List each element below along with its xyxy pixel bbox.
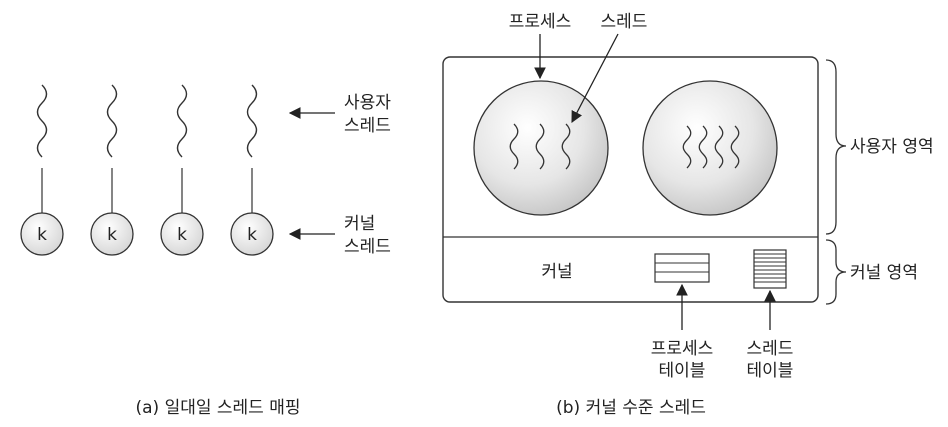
thread-pair-3: k [160, 84, 204, 256]
panel-b-caption: (b) 커널 수준 스레드 [556, 398, 706, 418]
kernel-area-brace [825, 239, 847, 305]
kernel-thread-node [160, 212, 204, 256]
thread-wave [714, 125, 724, 169]
user-area-brace [825, 59, 847, 235]
kernel-thread-node [230, 212, 274, 256]
thread-pair-4: k [230, 84, 274, 256]
user-thread-label-line2: 스레드 [344, 116, 391, 136]
user-thread-wave [246, 84, 258, 158]
thread-label: 스레드 [601, 12, 648, 32]
kernel-node-label: k [107, 225, 117, 245]
kernel-label: 커널 [541, 262, 572, 282]
kernel-node-label: k [37, 225, 47, 245]
kernel-thread-label-line1: 커널 [344, 214, 375, 234]
thread-pair-1: k [20, 84, 64, 256]
process-label: 프로세스 [509, 12, 572, 32]
kernel-thread-label-line2: 스레드 [344, 237, 391, 257]
thread-pair-2: k [90, 84, 134, 256]
process-circle-1 [473, 80, 609, 216]
one-to-one-threads: k k k k [20, 84, 274, 256]
panel-a-caption: (a) 일대일 스레드 매핑 [135, 398, 300, 418]
thread-pointer-arrow [571, 33, 619, 124]
user-thread-wave [106, 84, 118, 158]
user-thread-wave [176, 84, 188, 158]
thread-wave [730, 125, 740, 169]
kernel-node-label: k [247, 225, 257, 245]
thread-wave [698, 125, 708, 169]
thread-wave [509, 123, 519, 170]
kernel-thread-node [90, 212, 134, 256]
process-table-label-line2: 테이블 [659, 361, 706, 381]
thread-wave [561, 123, 571, 170]
process-1-threads [509, 123, 571, 170]
process-table-icon [654, 253, 710, 283]
thread-table-label-line1: 스레드 [747, 339, 794, 359]
panel-a: k k k k 사용자 스레드 [20, 84, 391, 418]
thread-wave [682, 125, 692, 169]
kernel-thread-node [20, 212, 64, 256]
user-thread-label-line1: 사용자 [344, 93, 391, 113]
user-thread-wave [36, 84, 48, 158]
thread-table-label-line2: 테이블 [747, 361, 794, 381]
process-table-label-line1: 프로세스 [651, 339, 714, 359]
process-2-threads [682, 125, 740, 169]
kernel-area-label: 커널 영역 [850, 263, 918, 283]
kernel-node-label: k [177, 225, 187, 245]
user-area-label: 사용자 영역 [850, 137, 934, 157]
thread-wave [535, 123, 545, 170]
process-circle-2 [642, 80, 778, 216]
thread-table-icon [753, 249, 787, 289]
panel-b: 프로세스 스레드 커널 [442, 12, 934, 418]
